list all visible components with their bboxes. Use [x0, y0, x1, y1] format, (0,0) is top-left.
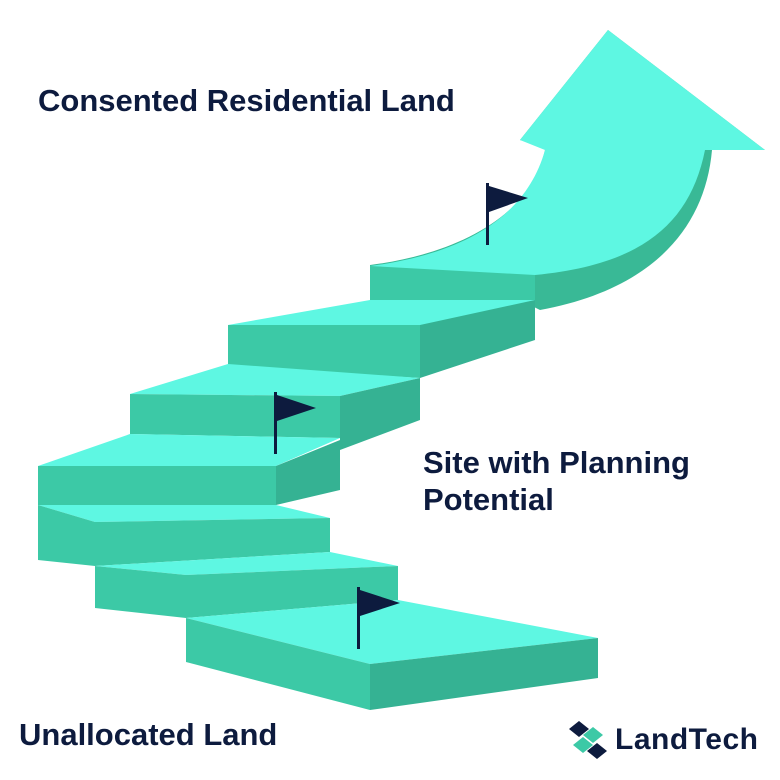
stair-step	[95, 552, 398, 618]
growth-arrow	[370, 30, 765, 310]
stair-step	[186, 600, 598, 710]
landtech-logo-text: LandTech	[615, 723, 759, 756]
arrow-front-face	[370, 266, 535, 300]
landtech-logo: LandTech	[569, 720, 758, 760]
stair-step	[228, 300, 535, 378]
arrow-top-face	[370, 30, 765, 300]
unallocated-land-label: Unallocated Land	[19, 717, 278, 752]
stair-step	[38, 434, 340, 505]
site-with-planning-potential-label: Site with Planning Potential	[423, 445, 690, 517]
flag-icon	[486, 183, 528, 245]
flag-icon	[274, 392, 316, 454]
consented-residential-land-label: Consented Residential Land	[38, 83, 455, 118]
stair-step	[38, 505, 330, 566]
landtech-logo-icon	[569, 721, 607, 759]
flag-icon	[357, 587, 400, 649]
